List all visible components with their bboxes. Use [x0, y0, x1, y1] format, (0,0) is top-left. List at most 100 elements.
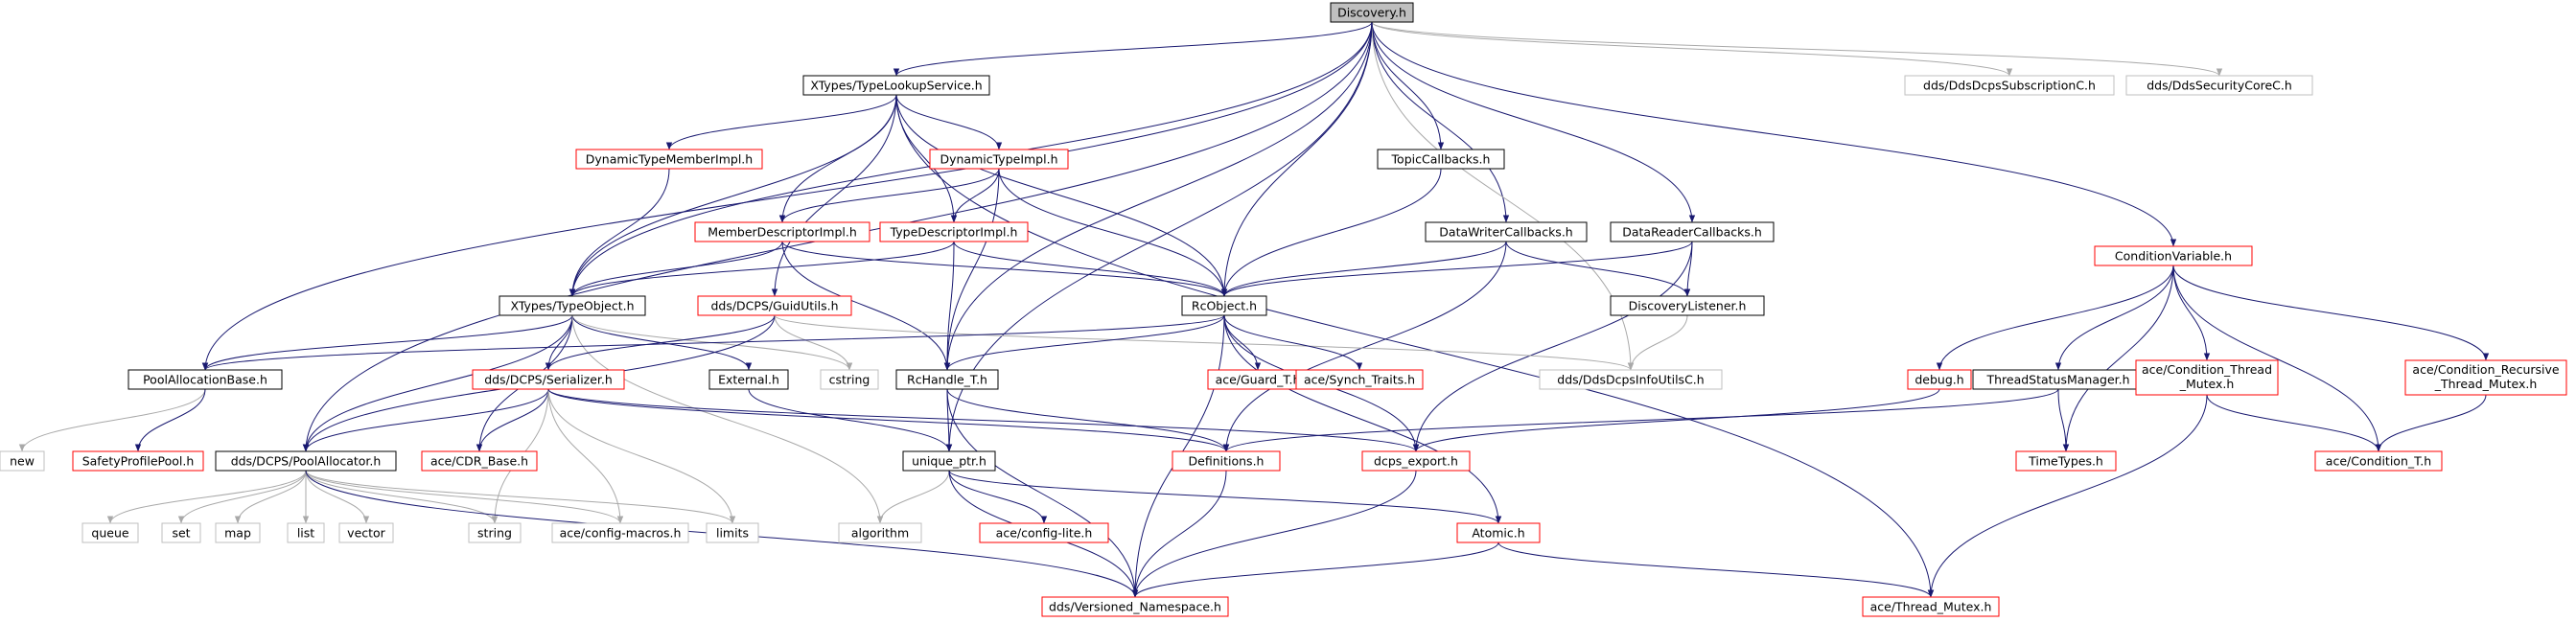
edge-discovery-to-dwcb [1371, 21, 1510, 223]
node-condvar[interactable]: ConditionVariable.h [2094, 245, 2253, 266]
node-dyntype[interactable]: DynamicTypeImpl.h [929, 149, 1069, 170]
node-box [1610, 221, 1775, 242]
node-box [575, 149, 763, 170]
node-box [338, 522, 394, 543]
node-box [551, 522, 689, 543]
node-label: unique_ptr.h [912, 454, 986, 469]
node-box [694, 221, 870, 242]
node-label: DataReaderCallbacks.h [1622, 225, 1762, 240]
node-debug[interactable]: debug.h [1907, 369, 1972, 390]
node-rcobject[interactable]: RcObject.h [1181, 295, 1267, 316]
edge-serializer-to-cdrbase [476, 388, 549, 452]
edge-poolallocator-to-string [305, 470, 499, 524]
edge-condvar-to-condrecursive [2172, 265, 2490, 361]
node-guidutils[interactable]: dds/DCPS/GuidUtils.h [697, 295, 852, 316]
edge-rcobject-to-synchtraits [1223, 314, 1363, 371]
edge-rcobject-to-rchandle [943, 314, 1225, 371]
node-label: DiscoveryListener.h [1629, 299, 1747, 313]
node-threadmutex[interactable]: ace/Thread_Mutex.h [1862, 596, 2000, 617]
node-box [2015, 450, 2117, 472]
node-box [1456, 522, 1541, 543]
node-disclistener[interactable]: DiscoveryListener.h [1610, 295, 1765, 316]
node-box [929, 149, 1069, 170]
edge-condthreadmutex-to-condt [2206, 394, 2382, 452]
edge-typelookup-to-threadmutex [895, 94, 1935, 598]
node-box [421, 450, 538, 472]
node-box [1377, 149, 1505, 170]
node-dcpsexport[interactable]: dcps_export.h [1361, 450, 1471, 472]
node-box [1862, 596, 2000, 617]
node-atomic[interactable]: Atomic.h [1456, 522, 1541, 543]
node-external[interactable]: External.h [708, 369, 789, 390]
node-guardt[interactable]: ace/Guard_T.h [1207, 369, 1309, 390]
node-box [1295, 369, 1424, 390]
edge-debug-to-dcpsexport [1412, 388, 1940, 452]
node-box [2125, 75, 2313, 96]
node-synchtraits[interactable]: ace/Synch_Traits.h [1295, 369, 1424, 390]
node-limits: limits [706, 522, 759, 543]
node-label: Atomic.h [1472, 526, 1524, 541]
node-poolalloc[interactable]: PoolAllocationBase.h [128, 369, 283, 390]
node-dynmember[interactable]: DynamicTypeMemberImpl.h [575, 149, 763, 170]
node-timetypes[interactable]: TimeTypes.h [2015, 450, 2117, 472]
node-threadstatus[interactable]: ThreadStatusManager.h [1972, 369, 2145, 390]
node-rchandle[interactable]: RcHandle_T.h [895, 369, 999, 390]
node-condrecursive[interactable]: ace/Condition_Recursive_Thread_Mutex.h [2404, 359, 2567, 396]
node-label: RcHandle_T.h [907, 373, 987, 387]
edge-topiccb-to-rcobject [1220, 168, 1442, 297]
edge-drcb-to-dcpsexport [1412, 241, 1693, 452]
node-label: ace/Guard_T.h [1216, 373, 1301, 387]
edge-dyntype-to-memberdesc [778, 168, 1000, 223]
edge-discovery-to-typelookup [893, 21, 1373, 77]
node-condt[interactable]: ace/Condition_T.h [2314, 450, 2443, 472]
edge-typeobject-to-poolallocator [302, 314, 573, 452]
node-topiccb[interactable]: TopicCallbacks.h [1377, 149, 1505, 170]
edge-rcobject-to-atomic [1223, 314, 1502, 524]
node-label: new [10, 454, 35, 469]
edge-typelookup-to-dyntype [895, 94, 1003, 150]
edge-dyntype-to-rcobject [998, 168, 1228, 297]
edge-poolalloc-to-new [18, 388, 206, 452]
node-typelookup[interactable]: XTypes/TypeLookupService.h [802, 75, 990, 96]
edge-typelookup-to-typeobject [569, 94, 897, 297]
node-box [879, 221, 1029, 242]
node-box [902, 450, 996, 472]
node-drcb[interactable]: DataReaderCallbacks.h [1610, 221, 1775, 242]
edge-definitions-to-versionedns [1131, 470, 1227, 598]
node-label: ace/Condition_T.h [2326, 454, 2431, 469]
node-configlite[interactable]: ace/config-lite.h [979, 522, 1109, 543]
node-discovery[interactable]: Discovery.h [1330, 2, 1414, 23]
node-typeobject[interactable]: XTypes/TypeObject.h [499, 295, 646, 316]
edge-atomic-to-threadmutex [1497, 541, 1935, 598]
edge-dyntype-to-rchandle [943, 168, 1000, 371]
node-label: queue [91, 526, 128, 541]
edge-condvar-to-condt [2172, 265, 2382, 452]
node-typedesc[interactable]: TypeDescriptorImpl.h [879, 221, 1029, 242]
node-definitions[interactable]: Definitions.h [1172, 450, 1281, 472]
node-box [979, 522, 1109, 543]
node-serializer[interactable]: dds/DCPS/Serializer.h [472, 369, 625, 390]
edge-discovery-to-condvar [1371, 21, 2177, 247]
node-label: DataWriterCallbacks.h [1439, 225, 1572, 240]
node-dwcb[interactable]: DataWriterCallbacks.h [1425, 221, 1588, 242]
node-string: string [468, 522, 522, 543]
edge-discovery-to-rchandle [943, 21, 1373, 371]
node-box [1330, 2, 1414, 23]
node-memberdesc[interactable]: MemberDescriptorImpl.h [694, 221, 870, 242]
node-condthreadmutex[interactable]: ace/Condition_Thread_Mutex.h [2135, 359, 2279, 396]
edge-dwcb-to-rcobject [1220, 241, 1507, 297]
node-uniqueptr[interactable]: unique_ptr.h [902, 450, 996, 472]
node-configmacros: ace/config-macros.h [551, 522, 689, 543]
node-box [895, 369, 999, 390]
node-poolallocator[interactable]: dds/DCPS/PoolAllocator.h [215, 450, 397, 472]
node-safetyprofile[interactable]: SafetyProfilePool.h [72, 450, 204, 472]
edge-typeobject-to-poolalloc [201, 314, 573, 371]
edge-dynmember-to-typeobject [569, 168, 670, 297]
edge-rchandle-to-versionedns [946, 388, 1139, 598]
node-versionedns[interactable]: dds/Versioned_Namespace.h [1041, 596, 1229, 617]
node-cdrbase[interactable]: ace/CDR_Base.h [421, 450, 538, 472]
node-box [1907, 369, 1972, 390]
edge-poolallocator-to-map [234, 470, 307, 524]
node-box [128, 369, 283, 390]
